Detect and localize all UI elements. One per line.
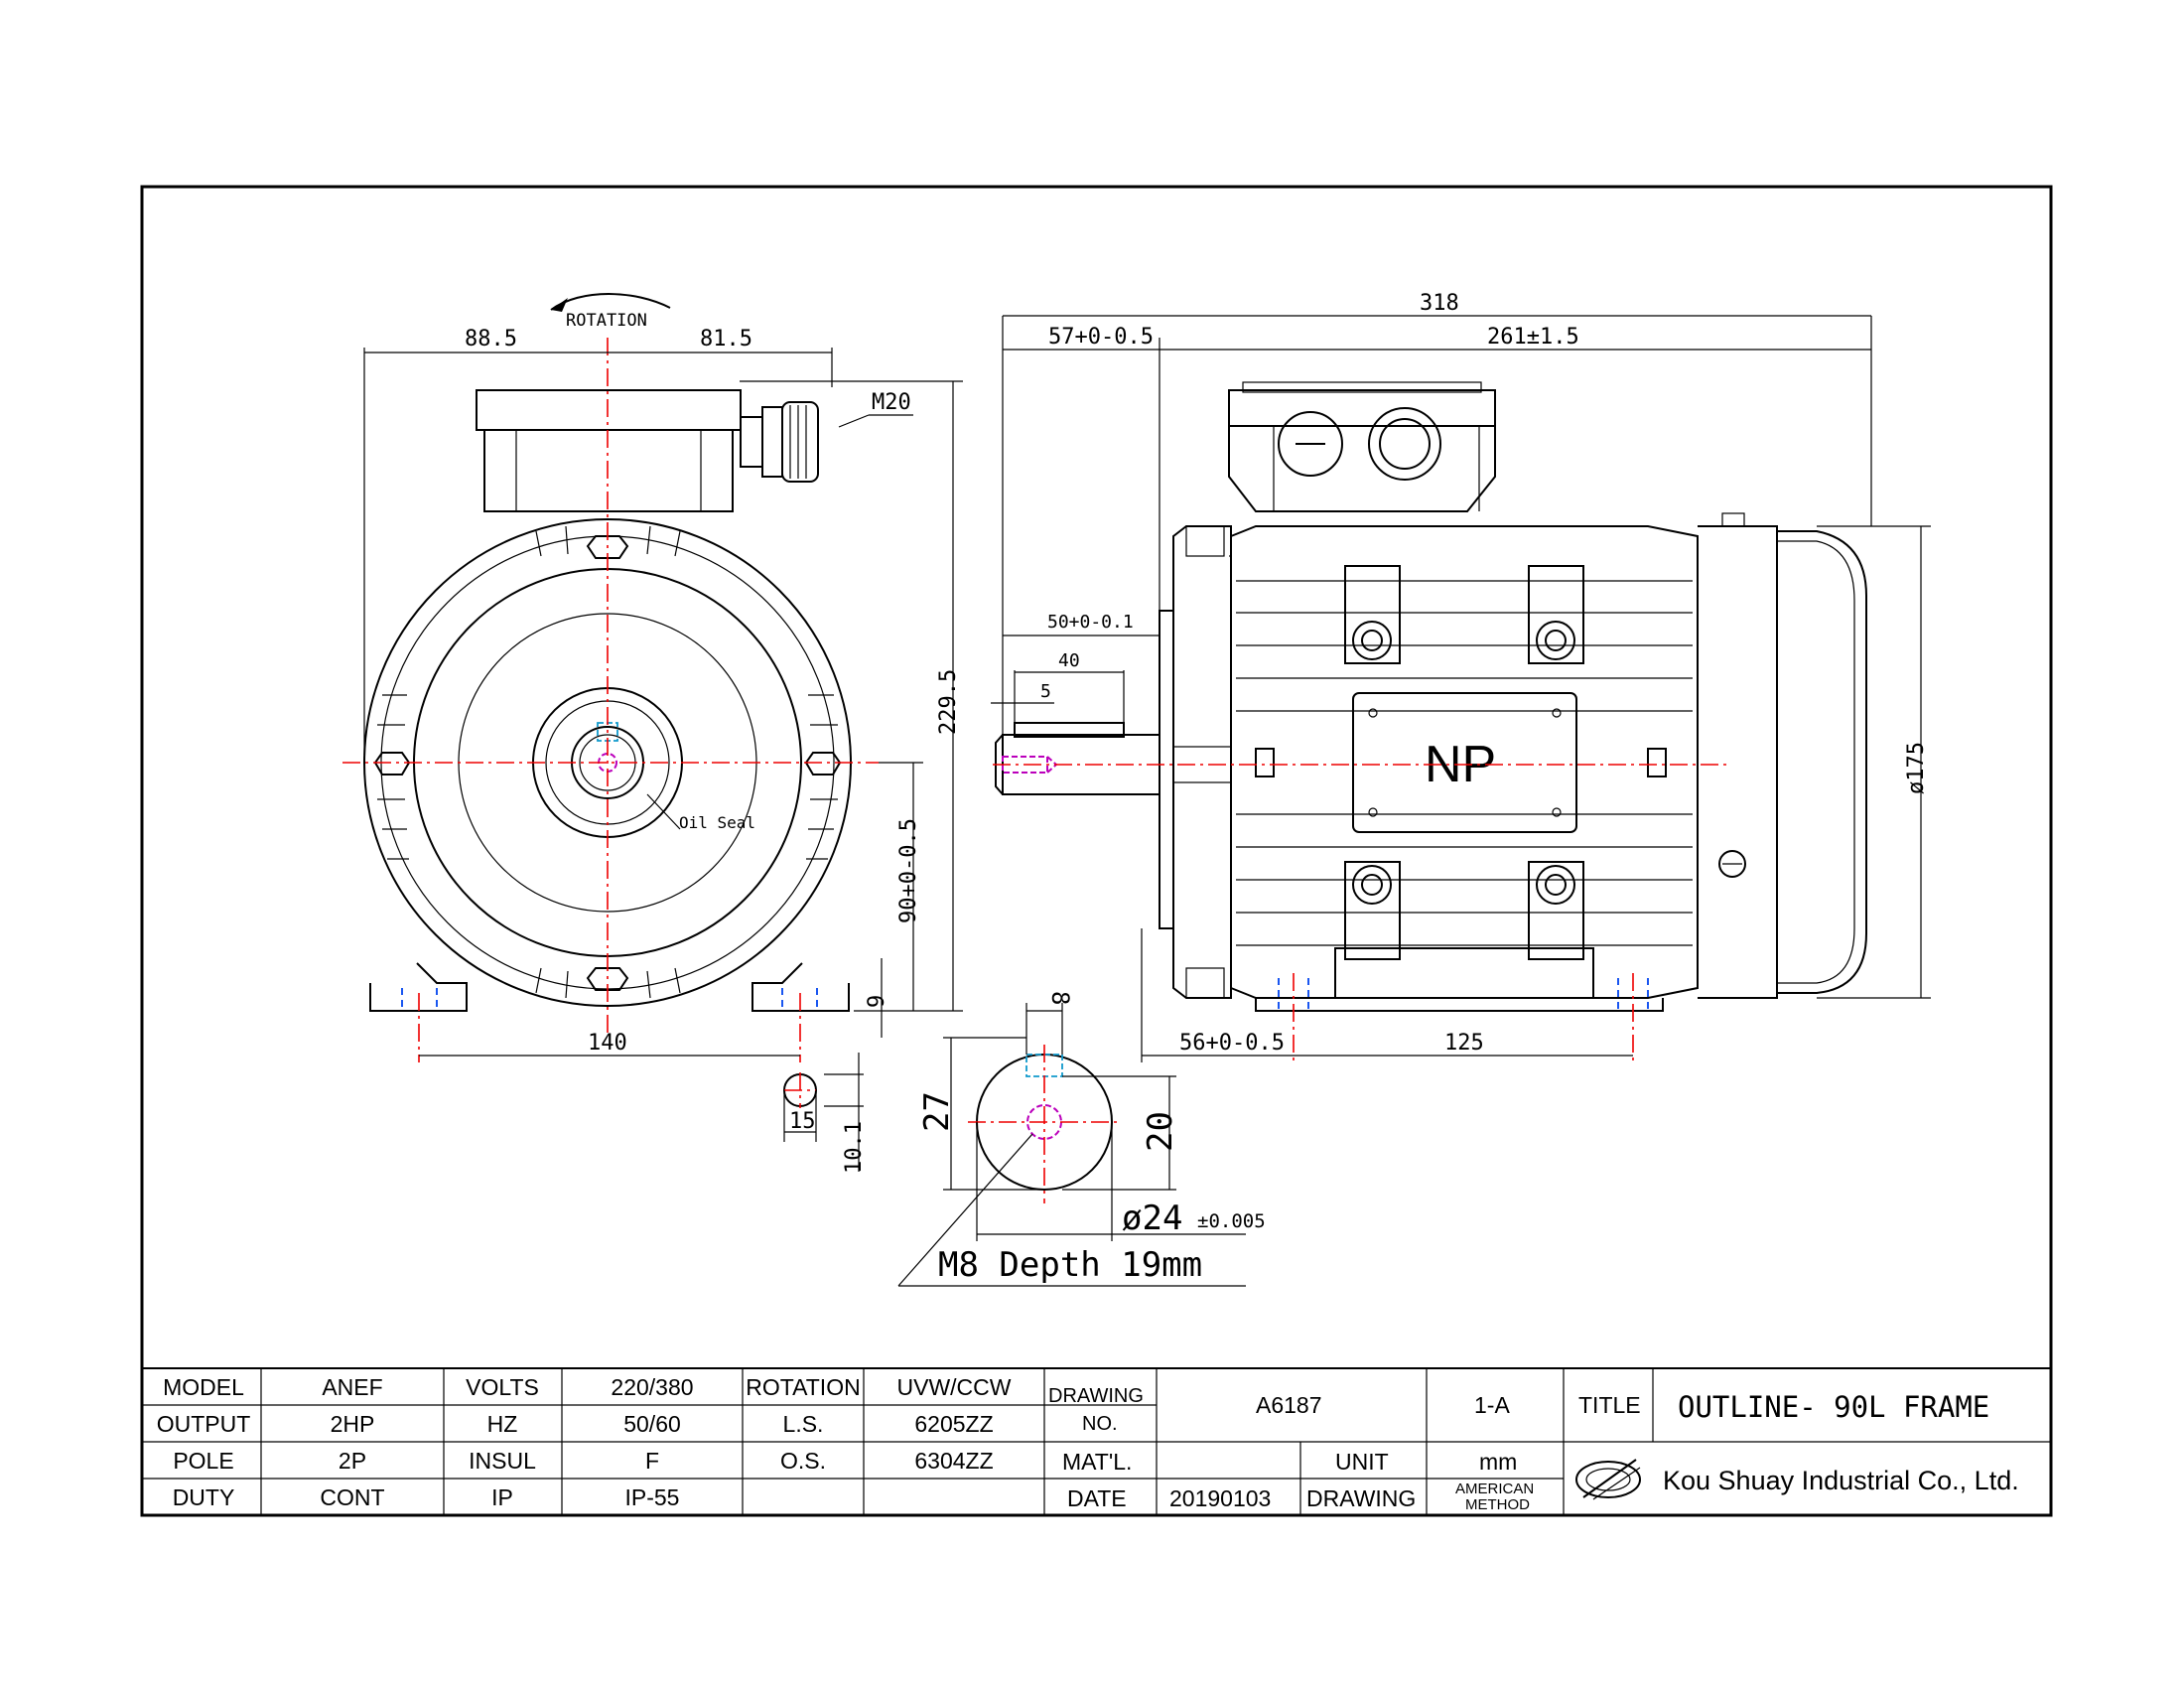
cooling-fins [377,525,838,999]
spec-cell-r0-c5: UVW/CCW [897,1374,1012,1400]
dim-right-half: 81.5 [700,327,752,352]
dim-key-height: 27 [917,1091,957,1132]
dim-left-half: 88.5 [465,327,517,352]
front-view: ROTATION M20 [342,293,963,1174]
shaft-key [1014,722,1125,738]
dim-shaft-extension: 57+0-0.5 [1048,325,1154,350]
spec-cell-r2-c3: F [645,1448,659,1474]
company-logo-icon [1575,1459,1641,1500]
spec-cell-r2-c4: O.S. [780,1448,826,1474]
spec-cell-r3-c0: DUTY [173,1484,235,1510]
date-value: 20190103 [1169,1485,1271,1511]
spec-cell-r1-c5: 6205ZZ [914,1411,993,1437]
spec-cell-r0-c3: 220/380 [611,1374,693,1400]
drawing-label: DRAWING [1306,1485,1416,1511]
side-foot-block [1334,947,1594,999]
date-label: DATE [1067,1485,1127,1511]
gland-hole-icon [1368,407,1441,481]
foot-left [369,962,468,1012]
side-bolt-bosses [1344,565,1584,960]
dim-key-length: 40 [1058,650,1080,671]
rotation-arrow-icon [550,293,671,311]
dim-foot-to-flange: 56+0-0.5 [1179,1031,1285,1056]
dim-body-length: 261±1.5 [1487,325,1579,350]
frame-body [1230,525,1699,999]
spec-cell-r1-c0: OUTPUT [157,1411,251,1437]
spec-cell-r3-c1: CONT [320,1484,384,1510]
unit-label: UNIT [1335,1449,1389,1475]
title-label: TITLE [1578,1392,1641,1418]
spec-cell-r2-c2: INSUL [469,1448,536,1474]
dim-overall-height: 229.5 [936,669,961,735]
foot-right [751,962,850,1012]
dim-slot-width: 15 [789,1109,816,1134]
spec-cell-r0-c2: VOLTS [466,1374,539,1400]
unit-value: mm [1479,1449,1517,1475]
ground-screw-icon [1718,850,1746,878]
dim-shaft-diameter: ø24 [1122,1199,1182,1238]
spec-cell-r0-c4: ROTATION [746,1374,860,1400]
blank-plug-icon [1278,411,1343,477]
dim-key-width: 8 [1046,991,1074,1005]
dim-key-offset: 5 [1040,681,1051,702]
spec-cell-r1-c2: HZ [487,1411,518,1437]
dim-shaft-tolerance: ±0.005 [1197,1210,1266,1232]
spec-cell-r2-c5: 6304ZZ [914,1448,993,1474]
fan-cover-end [1777,530,1867,994]
cable-gland-label: M20 [872,390,911,415]
drawing-no-label-1: DRAWING [1048,1385,1144,1407]
terminal-box-lid [476,389,742,431]
drawing-border [140,185,2053,1517]
spec-cell-r2-c1: 2P [339,1448,366,1474]
drawing-no-value: A6187 [1256,1392,1322,1418]
spec-cell-r2-c0: POLE [173,1448,233,1474]
dim-foot-spacing: 140 [588,1031,627,1056]
dim-key-depth: 20 [1141,1111,1180,1152]
spec-cell-r1-c4: L.S. [783,1411,824,1437]
side-fins [1236,580,1693,946]
tapped-hole-label: M8 Depth 19mm [938,1245,1202,1285]
revision: 1-A [1474,1392,1510,1418]
cable-gland-base [740,416,763,468]
dim-overall-length: 318 [1420,291,1459,316]
title-value: OUTLINE- 90L FRAME [1678,1390,1989,1424]
side-view: NP 318 57+0-0.5 261±1.5 [991,291,1931,1062]
shaft-end-detail: 8 27 20 ø24 ±0.005 M8 Depth 19mm [897,991,1266,1287]
end-shield-side [1172,525,1232,999]
title-block: MODEL ANEF VOLTS 220/380 ROTATION UVW/CCW OUTP… [142,1367,2051,1515]
drawing-no-label: NO. [1082,1413,1118,1435]
rotation-arrowhead-icon [551,298,568,312]
material-label: MAT'L. [1062,1449,1132,1475]
spec-cell-r3-c3: IP-55 [625,1484,680,1510]
dim-foot-hole-spacing: 125 [1444,1031,1484,1056]
spec-cell-r0-c0: MODEL [163,1374,244,1400]
spec-cell-r3-c2: IP [491,1484,513,1510]
flange-face [1159,610,1174,929]
oil-seal-label: Oil Seal [679,813,755,832]
spec-table: MODEL ANEF VOLTS 220/380 ROTATION UVW/CCW OUTP… [157,1374,1012,1510]
nameplate [1352,692,1577,833]
dim-frame-diameter: ø175 [1904,742,1929,794]
cable-gland-icon [781,401,819,483]
company-name: Kou Shuay Industrial Co., Ltd. [1663,1466,2019,1495]
spec-cell-r1-c1: 2HP [331,1411,375,1437]
spec-cell-r1-c3: 50/60 [623,1411,681,1437]
rotation-label: ROTATION [566,311,647,331]
fan-cover [1698,525,1778,999]
side-terminal-box [1228,426,1496,512]
dim-slot-length: 10.1 [842,1121,867,1174]
side-terminal-lid [1228,389,1496,427]
drawing-method-1: AMERICAN [1455,1481,1534,1497]
dim-shaft-length: 50+0-0.1 [1047,612,1134,633]
terminal-box [483,429,734,512]
dim-foot-thickness: 9 [865,995,889,1008]
spec-cell-r0-c1: ANEF [322,1374,382,1400]
dim-shaft-height: 90+0-0.5 [896,818,921,923]
drawing-method-2: METHOD [1465,1496,1530,1513]
